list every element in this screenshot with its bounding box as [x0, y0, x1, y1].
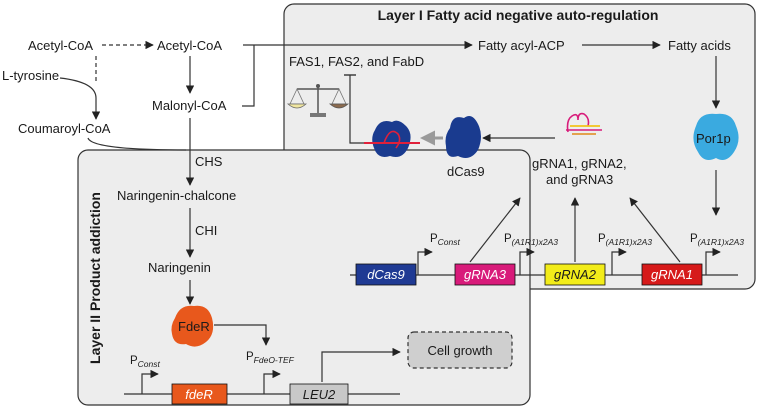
fder-label: FdeR [178, 319, 210, 334]
cell-growth-label: Cell growth [427, 343, 492, 358]
malonyl-to-chs-line [242, 45, 255, 107]
fder-protein-icon [171, 305, 214, 347]
fas-label: FAS1, FAS2, and FabD [289, 54, 424, 69]
fas-inhibition-line [349, 75, 370, 144]
promoter-const-1-arrow [417, 247, 433, 275]
grna1-gene-label: gRNA1 [651, 267, 693, 282]
fder-to-promoter-arrow [214, 324, 271, 346]
promoter-a1r1-1-arrow [519, 247, 535, 275]
promoter-a1r1-3-arrow [705, 247, 721, 275]
grna3-transcription-arrow [469, 197, 521, 263]
por1p-label: Por1p [696, 131, 731, 146]
grna1-transcription-arrow [629, 197, 681, 263]
grna-label-line1: gRNA1, gRNA2, [532, 156, 627, 171]
coumaroyl-to-chs-line [87, 137, 187, 151]
acetyl-coa-label-2: Acetyl-CoA [157, 38, 222, 53]
grna2-gene-label: gRNA2 [554, 267, 597, 282]
chi-label: CHI [195, 223, 217, 238]
fder-gene-box [171, 383, 228, 405]
layer1-title: Layer I Fatty acid negative auto-regulat… [378, 7, 659, 23]
fatty-acyl-acp-label: Fatty acyl-ACP [478, 38, 565, 53]
tyrosine-to-coumaroyl-arrow [59, 77, 101, 120]
fatty-acids-label: Fatty acids [668, 38, 731, 53]
dcas9-protein-icon [445, 116, 481, 158]
promoter-a1r1-1-label: P(A1R1)x2A3 [504, 233, 558, 247]
dcas9-dna-complex-icon [364, 120, 420, 157]
promoter-const-1-label: PConst [430, 233, 461, 247]
grna1-gene-box [641, 263, 703, 286]
grna-icon [566, 112, 602, 135]
layer2-title: Layer II Product addiction [87, 192, 103, 364]
dcas9-label: dCas9 [447, 164, 485, 179]
grna2-gene-box [544, 263, 606, 286]
fder-gene-label: fdeR [185, 387, 212, 402]
promoter-a1r1-3-label: P(A1R1)x2A3 [690, 233, 744, 247]
l-tyrosine-label: L-tyrosine [2, 68, 59, 83]
coumaroyl-coa-label: Coumaroyl-CoA [18, 121, 111, 136]
grna3-gene-label: gRNA3 [464, 267, 507, 282]
acetyl-coa-label: Acetyl-CoA [28, 38, 93, 53]
balance-scale-icon [286, 84, 350, 117]
leu2-gene-box [289, 383, 349, 405]
grna-label-line2: and gRNA3 [546, 172, 613, 187]
cell-growth-box [407, 331, 513, 369]
naringenin-chalcone-label: Naringenin-chalcone [117, 188, 236, 203]
promoter-fdeo-tef-label: PFdeO-TEF [246, 351, 295, 365]
leu2-to-growth-arrow [321, 347, 401, 382]
chs-label: CHS [195, 154, 223, 169]
dcas9-gene-label: dCas9 [367, 267, 405, 282]
por1p-icon [693, 113, 739, 160]
leu2-gene-label: LEU2 [303, 387, 336, 402]
promoter-a1r1-2-label: P(A1R1)x2A3 [598, 233, 652, 247]
malonyl-coa-label: Malonyl-CoA [152, 98, 227, 113]
promoter-const-2-label: PConst [130, 355, 161, 369]
promoter-const-2-arrow [141, 369, 159, 394]
naringenin-label: Naringenin [148, 260, 211, 275]
grna3-gene-box [454, 263, 516, 286]
dcas9-gene-box [355, 263, 417, 286]
promoter-a1r1-2-arrow [611, 247, 627, 275]
promoter-fdeo-tef-arrow [263, 369, 281, 394]
